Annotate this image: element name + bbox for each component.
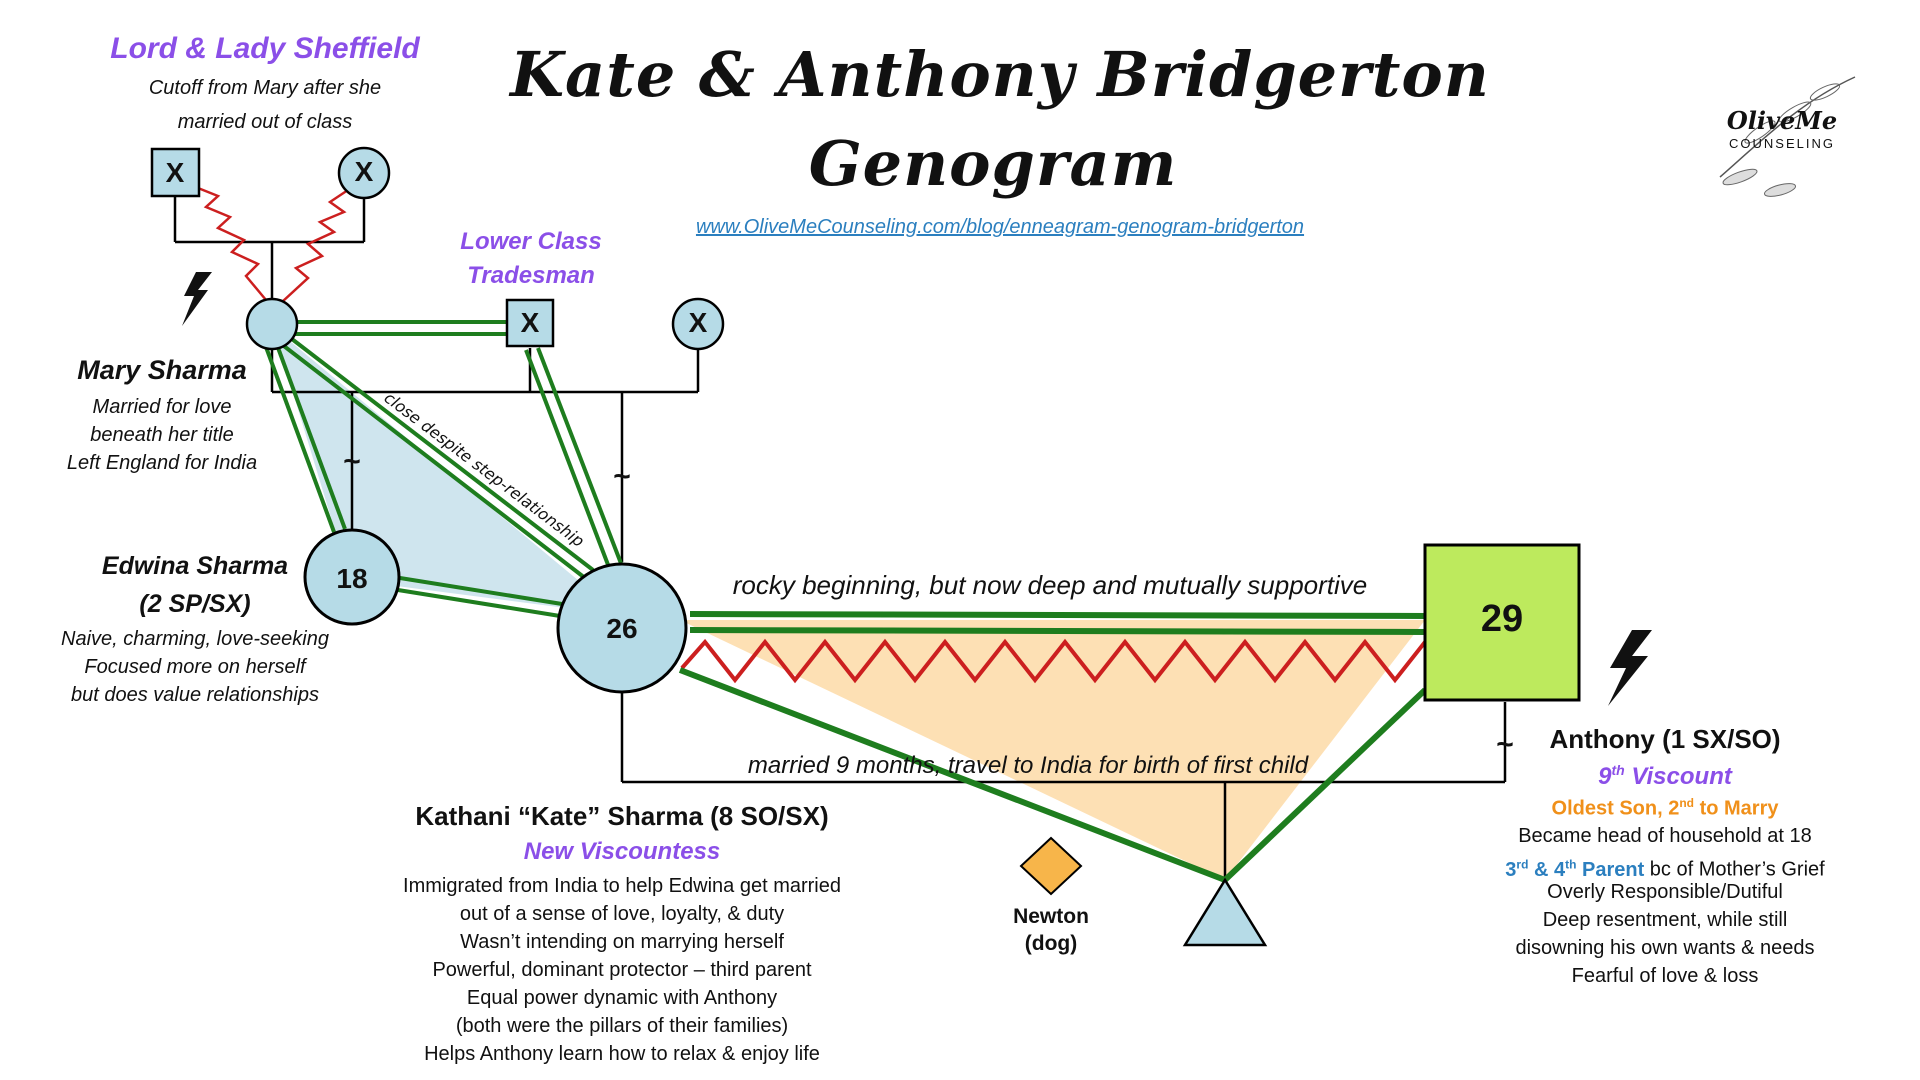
pet-diamond bbox=[1019, 836, 1083, 896]
anthony-tilde: ~ bbox=[1496, 728, 1514, 761]
edwina-note-2: Focused more on herself bbox=[84, 656, 306, 678]
tradesman-symbol bbox=[505, 298, 555, 348]
kate-title: New Viscountess bbox=[523, 838, 721, 865]
pet-name: Newton bbox=[1013, 905, 1089, 928]
anthony-note-1: Became head of household at 18 bbox=[1518, 825, 1812, 847]
edwina-note-1: Naive, charming, love-seeking bbox=[61, 628, 329, 650]
kate-name: Kathani “Kate” Sharma (8 SO/SX) bbox=[415, 801, 829, 831]
kate-child-bond bbox=[678, 667, 1227, 883]
other-parent-symbol bbox=[671, 297, 725, 351]
pregnancy-triangle bbox=[1182, 877, 1268, 947]
blog-link[interactable]: www.OliveMeCounseling.com/blog/enneagram… bbox=[695, 216, 1305, 238]
sheffield-lady-symbol bbox=[337, 146, 391, 200]
anthony-note-5: Fearful of love & loss bbox=[1571, 965, 1759, 987]
kate-anthony-child-shade bbox=[680, 620, 1425, 880]
edwina-symbol bbox=[303, 528, 401, 626]
anthony-birth-order: Oldest Son, 2nd to Marry bbox=[1551, 796, 1779, 820]
tradesman-kate-bond bbox=[524, 347, 624, 571]
pet-kind: (dog) bbox=[1024, 932, 1078, 955]
tradesman-label-1: Lower Class bbox=[460, 228, 602, 255]
other-parent-x: X bbox=[688, 307, 708, 338]
edwina-note-3: but does value relationships bbox=[71, 684, 319, 706]
sheffield-label: Lord & Lady Sheffield bbox=[110, 32, 420, 65]
mary-note-2: beneath her title bbox=[90, 424, 234, 446]
mary-note-3: Left England for India bbox=[66, 452, 258, 474]
anthony-lightning-icon bbox=[1608, 630, 1652, 706]
anthony-note-3: Deep resentment, while still bbox=[1542, 909, 1788, 931]
kate-note-7: Helps Anthony learn how to relax & enjoy… bbox=[424, 1043, 820, 1065]
tradesman-x: X bbox=[520, 307, 540, 338]
edwina-name: Edwina Sharma bbox=[101, 552, 289, 580]
anthony-title: 9th Viscount bbox=[1598, 762, 1732, 790]
kate-anthony-conflict-zigzag bbox=[680, 638, 1427, 684]
cutoff-zigzag-right bbox=[281, 188, 349, 303]
kate-note-1: Immigrated from India to help Edwina get… bbox=[403, 875, 841, 897]
mary-name: Mary Sharma bbox=[77, 355, 247, 385]
kate-symbol bbox=[556, 562, 688, 694]
mary-edwina-bond bbox=[264, 344, 347, 533]
kate-tilde: ~ bbox=[613, 460, 631, 493]
anthony-note-4: disowning his own wants & needs bbox=[1515, 937, 1815, 959]
mary-tradesman-bond bbox=[294, 320, 508, 336]
sheffield-note-1: Cutoff from Mary after she bbox=[148, 77, 382, 99]
sheffield-lord-symbol bbox=[150, 147, 201, 198]
mary-kate-bond bbox=[278, 334, 595, 580]
kate-anthony-relationship-label: rocky beginning, but now deep and mutual… bbox=[732, 570, 1368, 600]
kate-age: 26 bbox=[606, 613, 638, 644]
page-title-line2: Genogram bbox=[808, 127, 1178, 200]
kate-note-2: out of a sense of love, loyalty, & duty bbox=[459, 903, 785, 925]
kate-note-6: (both were the pillars of their families… bbox=[455, 1015, 789, 1037]
sheffield-lady-x: X bbox=[354, 156, 374, 187]
edwina-type: (2 SP/SX) bbox=[139, 590, 251, 618]
kate-note-4: Powerful, dominant protector – third par… bbox=[432, 959, 812, 981]
sheffield-note-2: married out of class bbox=[177, 111, 353, 133]
cutoff-zigzag-left bbox=[197, 186, 267, 301]
mary-note-1: Married for love bbox=[92, 396, 232, 418]
marriage-label: married 9 months, travel to India for bi… bbox=[747, 752, 1309, 779]
anthony-child-bond bbox=[1222, 687, 1428, 883]
anthony-symbol bbox=[1423, 543, 1581, 702]
page-title: Kate & Anthony Bridgerton bbox=[510, 38, 1490, 111]
olive-branch-icon bbox=[1719, 76, 1856, 197]
edwina-kate-bond bbox=[397, 576, 563, 618]
edwina-age: 18 bbox=[336, 563, 368, 594]
logo-name: OliveMe bbox=[1726, 106, 1838, 135]
anthony-note-2: Overly Responsible/Dutiful bbox=[1547, 881, 1783, 903]
logo-tagline: COUNSELING bbox=[1729, 136, 1835, 151]
anthony-age: 29 bbox=[1480, 598, 1524, 640]
tradesman-label-2: Tradesman bbox=[467, 262, 595, 289]
kate-note-5: Equal power dynamic with Anthony bbox=[466, 987, 778, 1009]
anthony-name: Anthony (1 SX/SO) bbox=[1549, 724, 1781, 754]
mary-lightning-icon bbox=[182, 272, 212, 326]
kate-note-3: Wasn’t intending on marrying herself bbox=[460, 931, 784, 953]
kate-anthony-bond bbox=[689, 611, 1428, 635]
edwina-tilde: ~ bbox=[343, 445, 361, 478]
oliveme-logo: OliveMe COUNSELING bbox=[1700, 62, 1870, 202]
anthony-parent-role: 3rd & 4th Parent bc of Mother’s Grief bbox=[1505, 857, 1825, 881]
sheffield-lord-x: X bbox=[165, 157, 185, 188]
mary-symbol bbox=[245, 297, 299, 351]
